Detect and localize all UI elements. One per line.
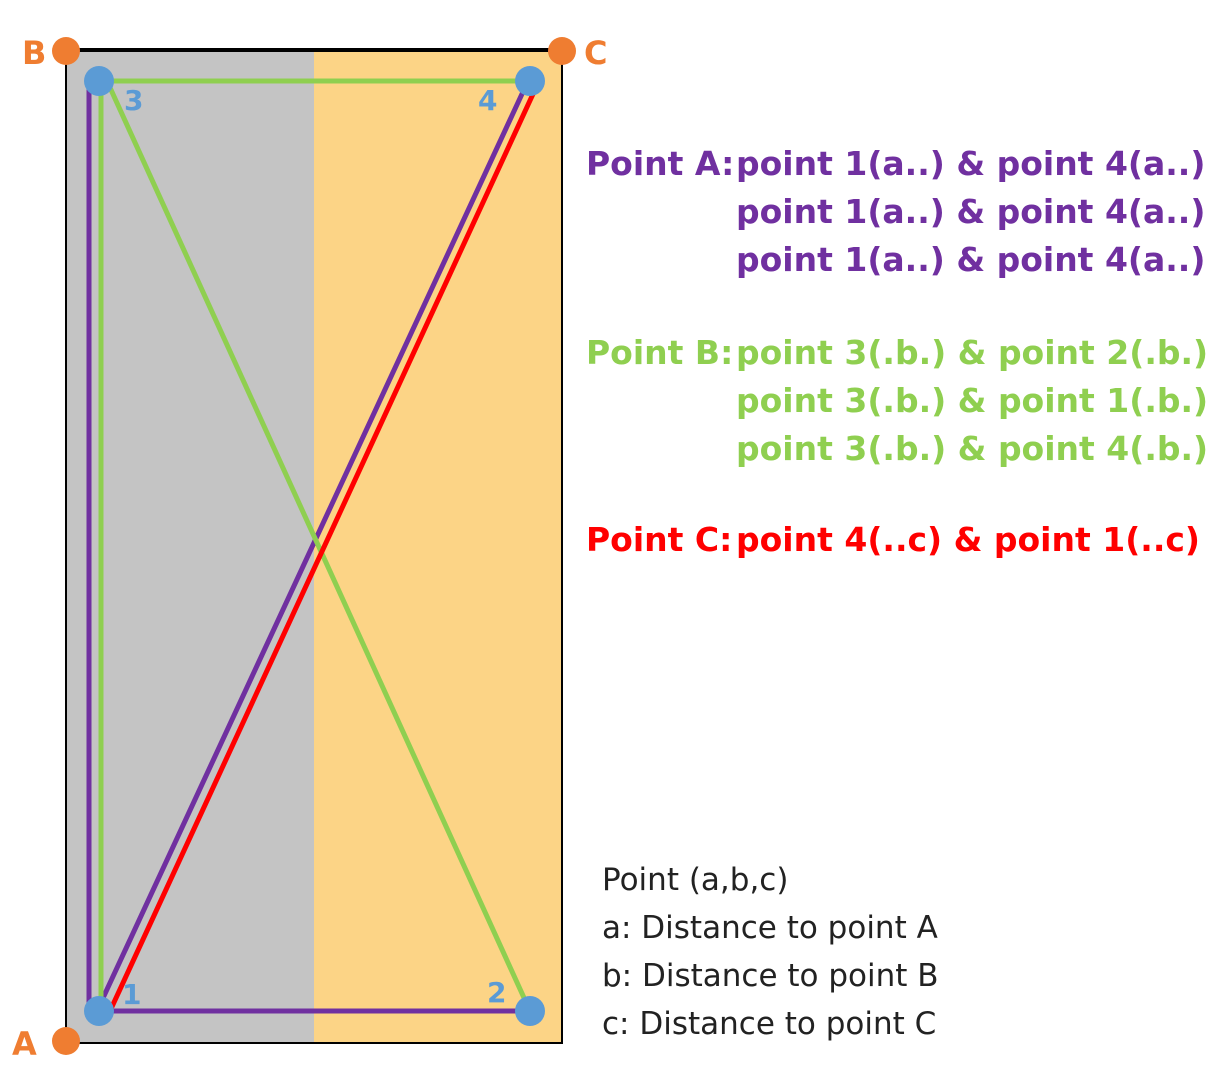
rules-point-a-head: Point A:: [586, 144, 735, 183]
corner-label-C: C: [584, 34, 607, 72]
rules-point-c-line: point 4(..c) & point 1(..c): [736, 520, 1200, 559]
connection-line-1-4: [94, 78, 531, 1014]
legend-item-c: c: Distance to point C: [602, 1006, 937, 1042]
corner-dot-A: [52, 1027, 80, 1055]
point-dot-1: [84, 996, 114, 1026]
connection-line-4-1: [107, 78, 542, 1014]
legend-title: Point (a,b,c): [602, 862, 789, 898]
rules-point-a: Point A:point 1(a..) & point 4(a..) poin…: [586, 140, 1205, 284]
rules-point-b-head: Point B:: [586, 333, 734, 372]
point-label-1: 1: [122, 978, 141, 1011]
rules-point-b-line: point 3(.b.) & point 2(.b.): [736, 333, 1209, 372]
rules-point-c-head: Point C:: [586, 520, 733, 559]
corner-dot-B: [52, 37, 80, 65]
rules-point-a-line: point 1(a..) & point 4(a..): [736, 144, 1206, 183]
corner-label-A: A: [12, 1025, 37, 1063]
rules-point-a-line: point 1(a..) & point 4(a..): [736, 192, 1206, 231]
point-dot-3: [84, 66, 114, 96]
right-region: [314, 50, 562, 1043]
rules-point-b-line: point 3(.b.) & point 4(.b.): [736, 429, 1209, 468]
corner-label-B: B: [22, 34, 46, 72]
frame: [65, 49, 563, 1044]
point-dot-2: [515, 996, 545, 1026]
point-dot-4: [515, 66, 545, 96]
point-label-2: 2: [487, 976, 506, 1009]
connection-lines: [86, 78, 542, 1014]
corner-dot-C: [548, 37, 576, 65]
rules-point-a-line: point 1(a..) & point 4(a..): [736, 240, 1206, 279]
legend-item-b: b: Distance to point B: [602, 958, 939, 994]
connection-line-3-2: [104, 78, 533, 1014]
rules-point-b: Point B:point 3(.b.) & point 2(.b.) poin…: [586, 329, 1208, 473]
left-region: [66, 50, 314, 1043]
point-label-3: 3: [124, 84, 143, 117]
legend-item-a: a: Distance to point A: [602, 910, 938, 946]
rules-point-b-line: point 3(.b.) & point 1(.b.): [736, 381, 1209, 420]
point-label-4: 4: [478, 84, 497, 117]
legend: Point (a,b,c) a: Distance to point A b: …: [602, 856, 939, 1048]
rules-point-c: Point C:point 4(..c) & point 1(..c): [586, 516, 1200, 564]
